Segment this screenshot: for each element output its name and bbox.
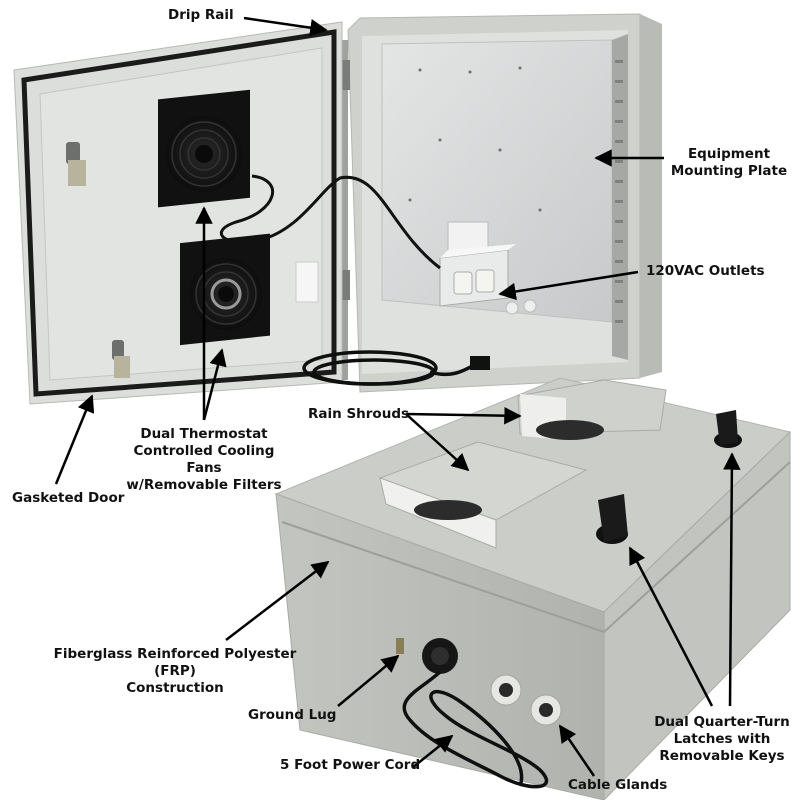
label-quarter-turn-latches: Dual Quarter-Turn Latches with Removable…	[654, 714, 790, 764]
rain-shroud-front	[378, 441, 588, 549]
label-drip-rail: Drip Rail	[168, 7, 234, 23]
power-cord-coil-bottom	[402, 670, 549, 789]
gasket	[21, 29, 337, 397]
label-frp-construction: Fiberglass Reinforced Polyester (FRP) Co…	[53, 646, 297, 696]
cooling-fan-top	[158, 89, 250, 208]
closed-enclosure	[274, 377, 792, 800]
label-ground-lug: Ground Lug	[248, 707, 337, 723]
label-rain-shrouds: Rain Shrouds	[308, 406, 410, 422]
cable-gland	[490, 674, 522, 706]
label-cooling-fans: Dual Thermostat Controlled Cooling Fans …	[126, 426, 282, 493]
callout-arrows	[54, 16, 741, 777]
power-cord-gland	[422, 638, 458, 674]
open-enclosure	[13, 13, 662, 405]
cooling-fan-bottom	[180, 233, 270, 346]
label-power-cord: 5 Foot Power Cord	[280, 757, 421, 773]
label-equipment-mounting-plate: Equipment Mounting Plate	[670, 146, 788, 179]
label-gasketed-door: Gasketed Door	[12, 490, 125, 506]
label-cable-glands: Cable Glands	[568, 777, 668, 793]
quarter-turn-latch	[596, 494, 628, 544]
quarter-turn-latch	[714, 410, 742, 448]
ground-lug	[396, 638, 404, 654]
rain-shroud-back	[517, 379, 667, 440]
label-120vac-outlets: 120VAC Outlets	[646, 263, 765, 279]
outlet-box	[439, 221, 537, 315]
cable-gland	[530, 694, 562, 726]
